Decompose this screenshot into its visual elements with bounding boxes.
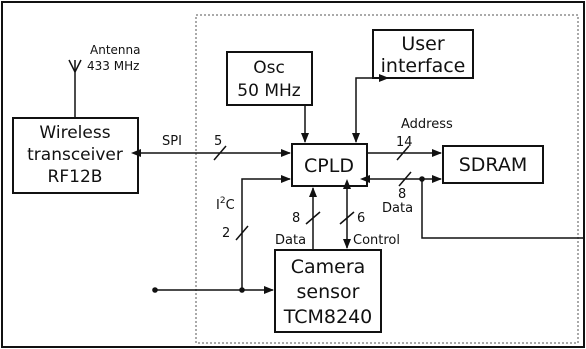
i2c-bus-connector bbox=[241, 175, 291, 290]
camera-control-bus-slash bbox=[339, 211, 355, 225]
ui-to-cpld-connector bbox=[352, 74, 389, 143]
sdram-data-bus-slash bbox=[398, 171, 412, 187]
cpld-block: CPLD bbox=[291, 143, 368, 187]
i2c-label: I2C bbox=[216, 196, 235, 213]
i2c-junction-dot bbox=[239, 287, 245, 293]
spi-label: SPI bbox=[162, 134, 182, 149]
transceiver-label: transceiver bbox=[27, 145, 123, 165]
antenna-frequency: 433 MHz bbox=[87, 59, 139, 73]
user-interface-block: User interface bbox=[372, 29, 474, 79]
address-bus-slash bbox=[396, 145, 410, 161]
camera-control-width: 6 bbox=[357, 211, 365, 226]
user-label: User bbox=[401, 33, 444, 55]
input-terminal-dot bbox=[152, 287, 158, 293]
wireless-transceiver-block: Wireless transceiver RF12B bbox=[12, 117, 139, 194]
antenna-label: Antenna bbox=[90, 43, 140, 57]
osc-label: Osc bbox=[253, 58, 285, 78]
antenna-icon bbox=[68, 59, 82, 118]
cpld-label: CPLD bbox=[304, 155, 354, 177]
osc-frequency: 50 MHz bbox=[237, 81, 300, 101]
camera-data-bus-slash bbox=[305, 211, 321, 225]
i2c-bus-slash bbox=[235, 225, 249, 241]
address-label: Address bbox=[401, 117, 453, 132]
camera-data-width: 8 bbox=[292, 211, 300, 226]
sdram-block: SDRAM bbox=[442, 145, 544, 184]
camera-control-label: Control bbox=[353, 233, 400, 248]
wireless-label: Wireless bbox=[39, 123, 110, 143]
sdram-label: SDRAM bbox=[459, 154, 528, 176]
rf12b-label: RF12B bbox=[48, 167, 103, 187]
data-tap-connector bbox=[421, 179, 584, 239]
sdram-data-label: Data bbox=[382, 201, 413, 216]
sdram-data-width: 8 bbox=[398, 187, 406, 202]
camera-label: Camera bbox=[291, 256, 366, 278]
sensor-label: sensor bbox=[297, 281, 360, 303]
spi-width: 5 bbox=[214, 134, 222, 149]
oscillator-block: Osc 50 MHz bbox=[226, 51, 313, 106]
address-width: 14 bbox=[396, 135, 413, 150]
camera-sensor-block: Camera sensor TCM8240 bbox=[274, 249, 382, 333]
interface-label: interface bbox=[381, 55, 466, 77]
board-boundary bbox=[195, 14, 579, 344]
tcm8240-label: TCM8240 bbox=[283, 306, 373, 328]
camera-data-label: Data bbox=[275, 233, 306, 248]
spi-bus-slash bbox=[213, 145, 227, 161]
i2c-width: 2 bbox=[222, 226, 230, 241]
